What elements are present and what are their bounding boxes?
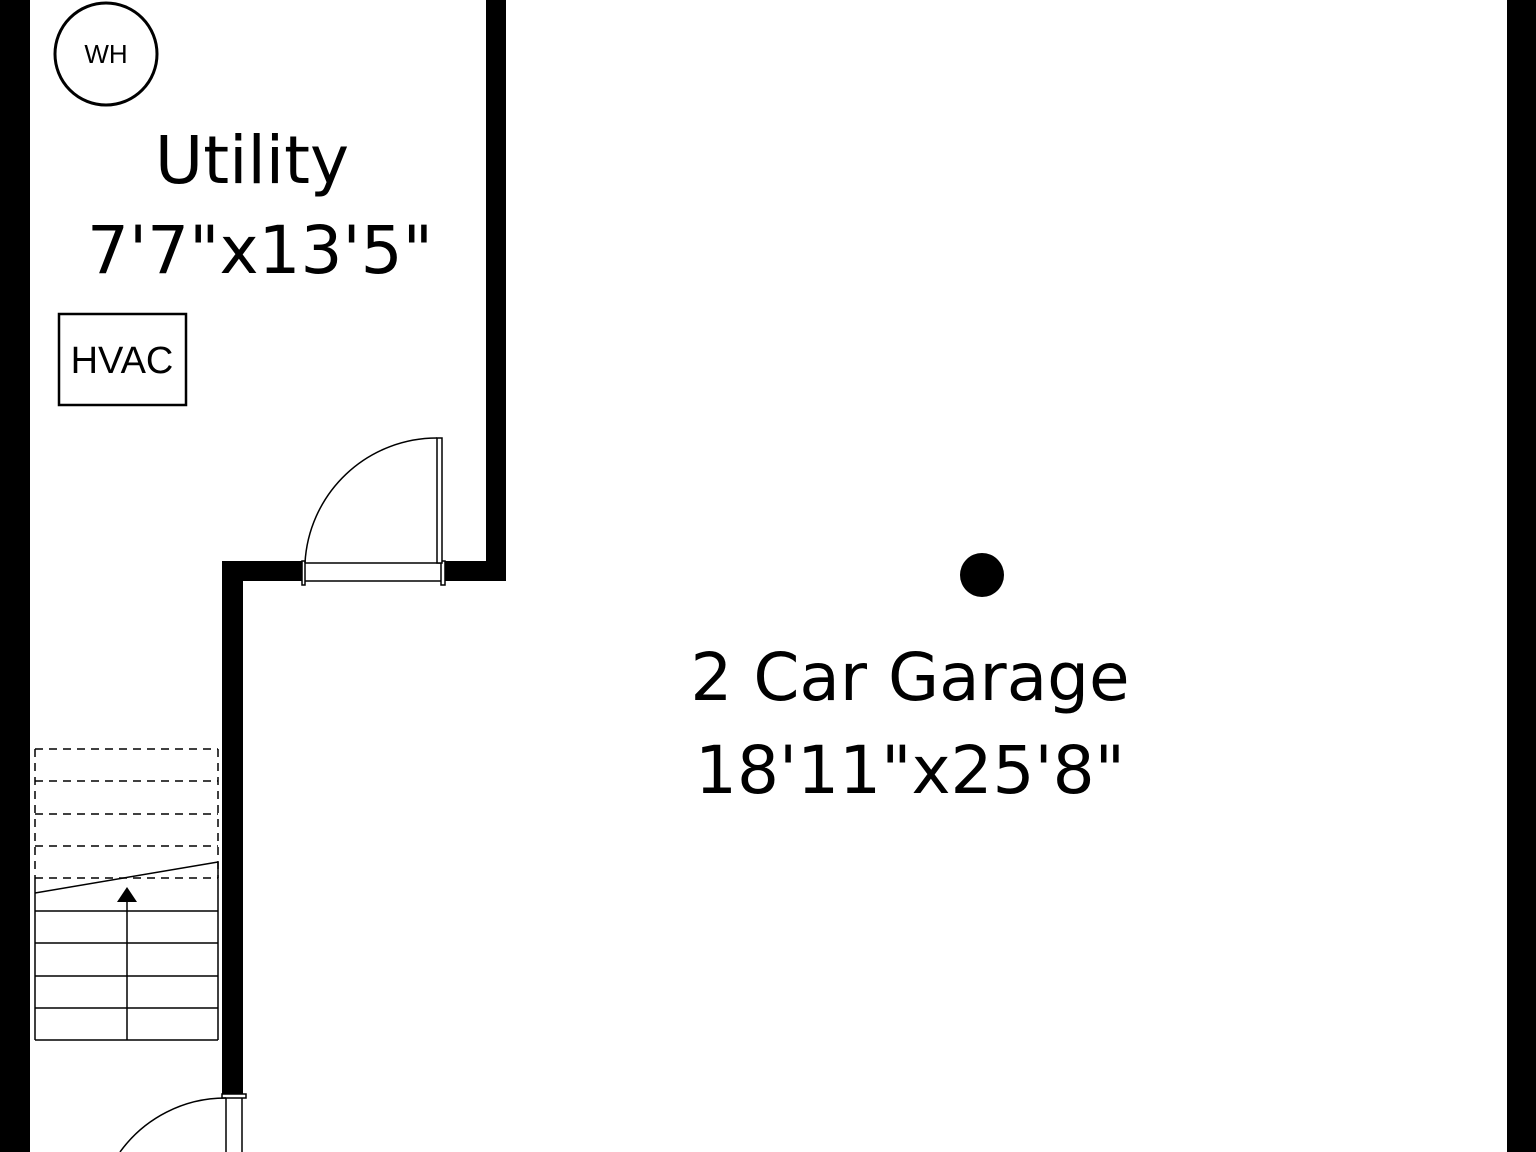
right-exterior-wall <box>1507 0 1536 1152</box>
water-heater-label: WH <box>84 39 127 69</box>
stairs-dashed-treads <box>34 748 219 879</box>
hvac-icon <box>57 312 188 407</box>
hvac-fixture: HVAC <box>57 312 188 407</box>
stairs-up-arrow-icon <box>117 887 137 902</box>
utility-bottom-wall-right <box>445 561 506 581</box>
utility-door-icon <box>301 437 446 586</box>
stairs-solid-treads <box>34 861 219 1041</box>
hvac-label: HVAC <box>71 340 174 382</box>
garage-room-dimensions: 18'11"x25'8" <box>695 732 1125 809</box>
garage-room-name: 2 Car Garage <box>690 639 1129 716</box>
stair-door-icon <box>119 1093 247 1152</box>
utility-right-wall <box>486 0 506 580</box>
left-exterior-wall <box>0 0 30 1152</box>
stairs-icon <box>34 748 219 1041</box>
dot-marker-icon <box>960 553 1004 597</box>
utility-room-name: Utility <box>155 122 349 199</box>
stair-partition-wall <box>222 561 243 1094</box>
water-heater-fixture: WH <box>53 1 159 107</box>
water-heater-icon <box>53 1 159 107</box>
utility-room-dimensions: 7'7"x13'5" <box>87 212 433 289</box>
